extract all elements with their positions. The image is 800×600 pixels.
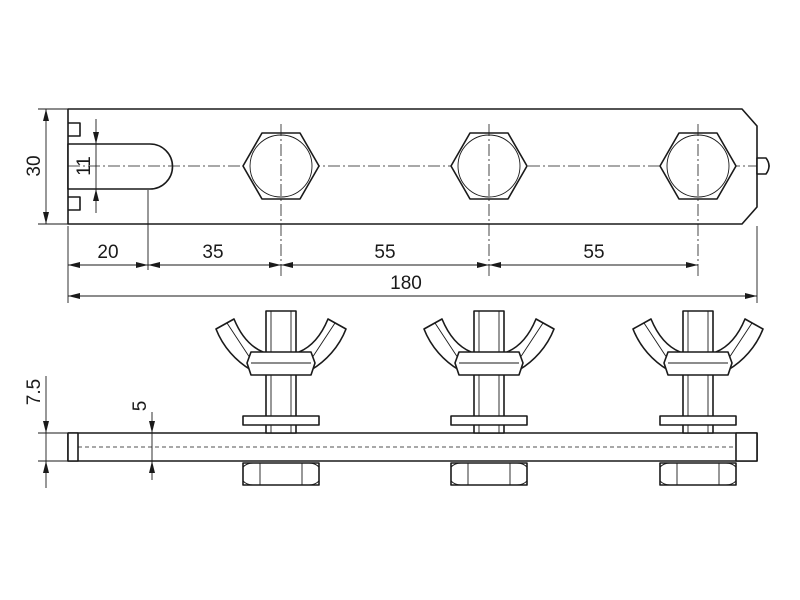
dim-total-label: 180 (390, 273, 422, 294)
dim-slot: 11 (74, 119, 110, 213)
top-view (67, 108, 770, 276)
dim-nut-height-label: 7.5 (24, 379, 45, 405)
bar-side (67, 432, 758, 462)
dim-20-label: 20 (97, 242, 118, 263)
dim-height: 30 (24, 108, 68, 225)
dim-chain: 20 35 55 55 (67, 190, 758, 303)
bottom-notch (68, 196, 81, 211)
dim-total: 180 (68, 273, 757, 299)
slot-opening (67, 143, 174, 190)
bar-end-right (735, 432, 758, 462)
dim-bar-thickness-label: 5 (130, 401, 151, 412)
bar-end-tab (67, 432, 79, 462)
top-notch (68, 122, 81, 137)
dim-55b-label: 55 (583, 242, 604, 263)
dim-nut-height: 7.5 (24, 376, 68, 488)
dim-height-label: 30 (24, 155, 45, 176)
dim-35-label: 35 (202, 242, 223, 263)
dim-55a-label: 55 (374, 242, 395, 263)
dim-slot-label: 11 (74, 156, 95, 176)
side-view (67, 310, 764, 486)
end-stud (756, 157, 770, 175)
dim-bar-thickness: 5 (130, 401, 160, 480)
